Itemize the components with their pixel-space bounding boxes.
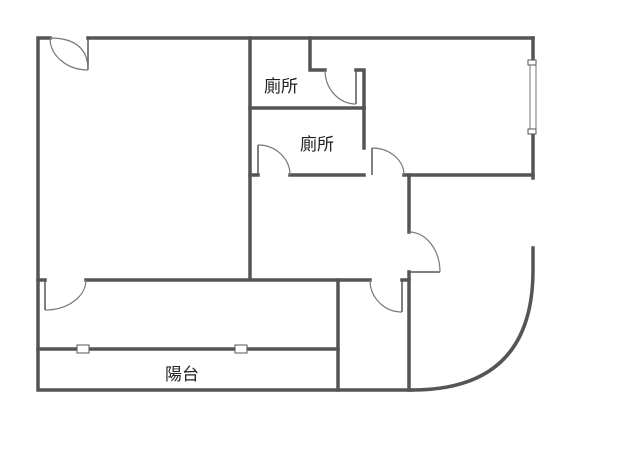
door-balcony — [44, 279, 87, 311]
door-toilet-2 — [257, 144, 291, 176]
balcony-window — [76, 344, 248, 354]
window — [527, 59, 537, 135]
door-right-room — [371, 147, 405, 176]
door-lower-right — [369, 279, 403, 313]
interior-walls — [36, 36, 535, 392]
door-entrance — [49, 37, 89, 71]
room-label-toilet-1: 廁所 — [264, 76, 298, 97]
room-label-balcony: 陽台 — [165, 365, 199, 385]
door-right-corridor — [408, 231, 441, 273]
door-toilet-1 — [324, 69, 357, 105]
room-label-toilet-2: 廁所 — [300, 134, 334, 155]
